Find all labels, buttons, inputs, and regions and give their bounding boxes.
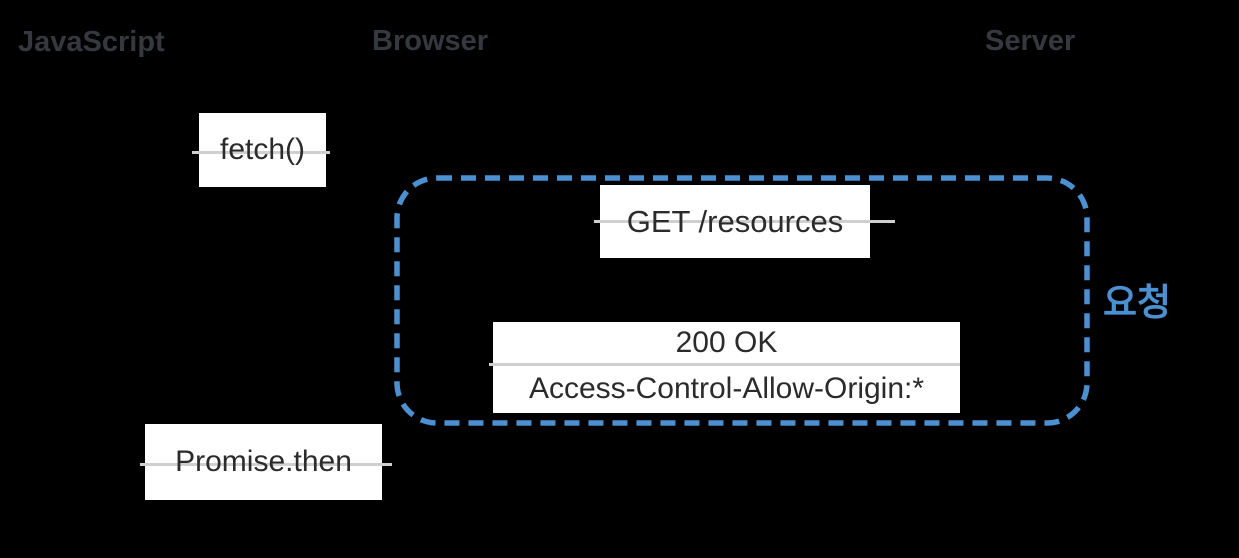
response-status-label: 200 OK [675,326,778,359]
message-box-response: 200 OK Access-Control-Allow-Origin:* [493,322,960,413]
message-box-get-resources: GET /resources [600,185,870,258]
lane-label-server: Server [985,25,1076,57]
message-label-get-resources: GET /resources [626,203,844,239]
connector-line-promise [140,463,392,466]
lane-label-browser: Browser [372,25,489,57]
connector-line-get [594,220,895,223]
message-label-promise-then: Promise.then [175,445,352,478]
response-header-label: Access-Control-Allow-Origin:* [528,371,925,405]
message-box-promise-then: Promise.then [145,424,382,500]
message-label-fetch: fetch() [219,133,306,166]
connector-line-response [489,363,960,366]
request-group-outline [394,175,1090,426]
request-group-label: 요청 [1103,282,1172,323]
message-box-fetch: fetch() [199,113,326,187]
lane-label-javascript: JavaScript [18,26,165,58]
request-group-dashed-rect [394,175,1090,426]
connector-line-fetch [192,151,330,154]
